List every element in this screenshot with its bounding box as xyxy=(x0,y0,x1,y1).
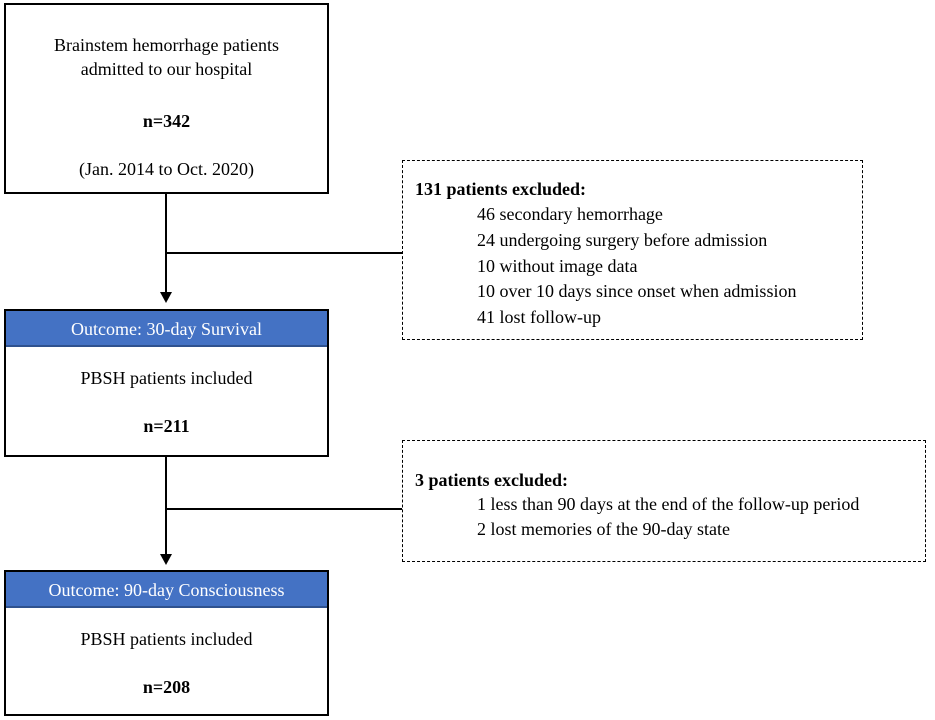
exclusion-1-title: 131 patients excluded: xyxy=(415,179,586,199)
consciousness-box: Outcome: 90-day Consciousness PBSH patie… xyxy=(4,570,329,716)
survival-count: n=211 xyxy=(143,416,190,436)
enrollment-line-2: admitted to our hospital xyxy=(80,59,253,79)
survival-line-1: PBSH patients included xyxy=(80,368,253,388)
connector-1-branch xyxy=(165,252,402,254)
exclusion-1-item: 46 secondary hemorrhage xyxy=(477,204,663,224)
survival-header: Outcome: 30-day Survival xyxy=(6,311,327,347)
enrollment-period: (Jan. 2014 to Oct. 2020) xyxy=(79,159,254,179)
consciousness-header: Outcome: 90-day Consciousness xyxy=(6,572,327,608)
exclusion-2-item: 2 lost memories of the 90-day state xyxy=(477,519,730,539)
connector-1-vertical xyxy=(165,194,167,292)
enrollment-box: Brainstem hemorrhage patients admitted t… xyxy=(4,3,329,194)
exclusion-1-item: 10 over 10 days since onset when admissi… xyxy=(477,281,797,301)
consciousness-line-1: PBSH patients included xyxy=(80,629,253,649)
connector-2-vertical xyxy=(165,457,167,554)
consciousness-count: n=208 xyxy=(142,677,191,697)
exclusion-box-2: 3 patients excluded: 1 less than 90 days… xyxy=(402,440,926,562)
exclusion-2-item: 1 less than 90 days at the end of the fo… xyxy=(477,494,860,514)
connector-2-arrowhead xyxy=(160,554,172,565)
survival-box: Outcome: 30-day Survival PBSH patients i… xyxy=(4,309,329,457)
connector-2-branch xyxy=(165,508,402,510)
connector-1-arrowhead xyxy=(160,292,172,303)
exclusion-1-item: 24 undergoing surgery before admission xyxy=(477,230,768,250)
enrollment-count: n=342 xyxy=(142,111,191,131)
exclusion-1-item: 41 lost follow-up xyxy=(477,307,601,327)
exclusion-1-item: 10 without image data xyxy=(477,256,638,276)
enrollment-line-1: Brainstem hemorrhage patients xyxy=(54,35,279,55)
exclusion-2-title: 3 patients excluded: xyxy=(415,470,568,490)
exclusion-box-1: 131 patients excluded: 46 secondary hemo… xyxy=(402,160,863,340)
